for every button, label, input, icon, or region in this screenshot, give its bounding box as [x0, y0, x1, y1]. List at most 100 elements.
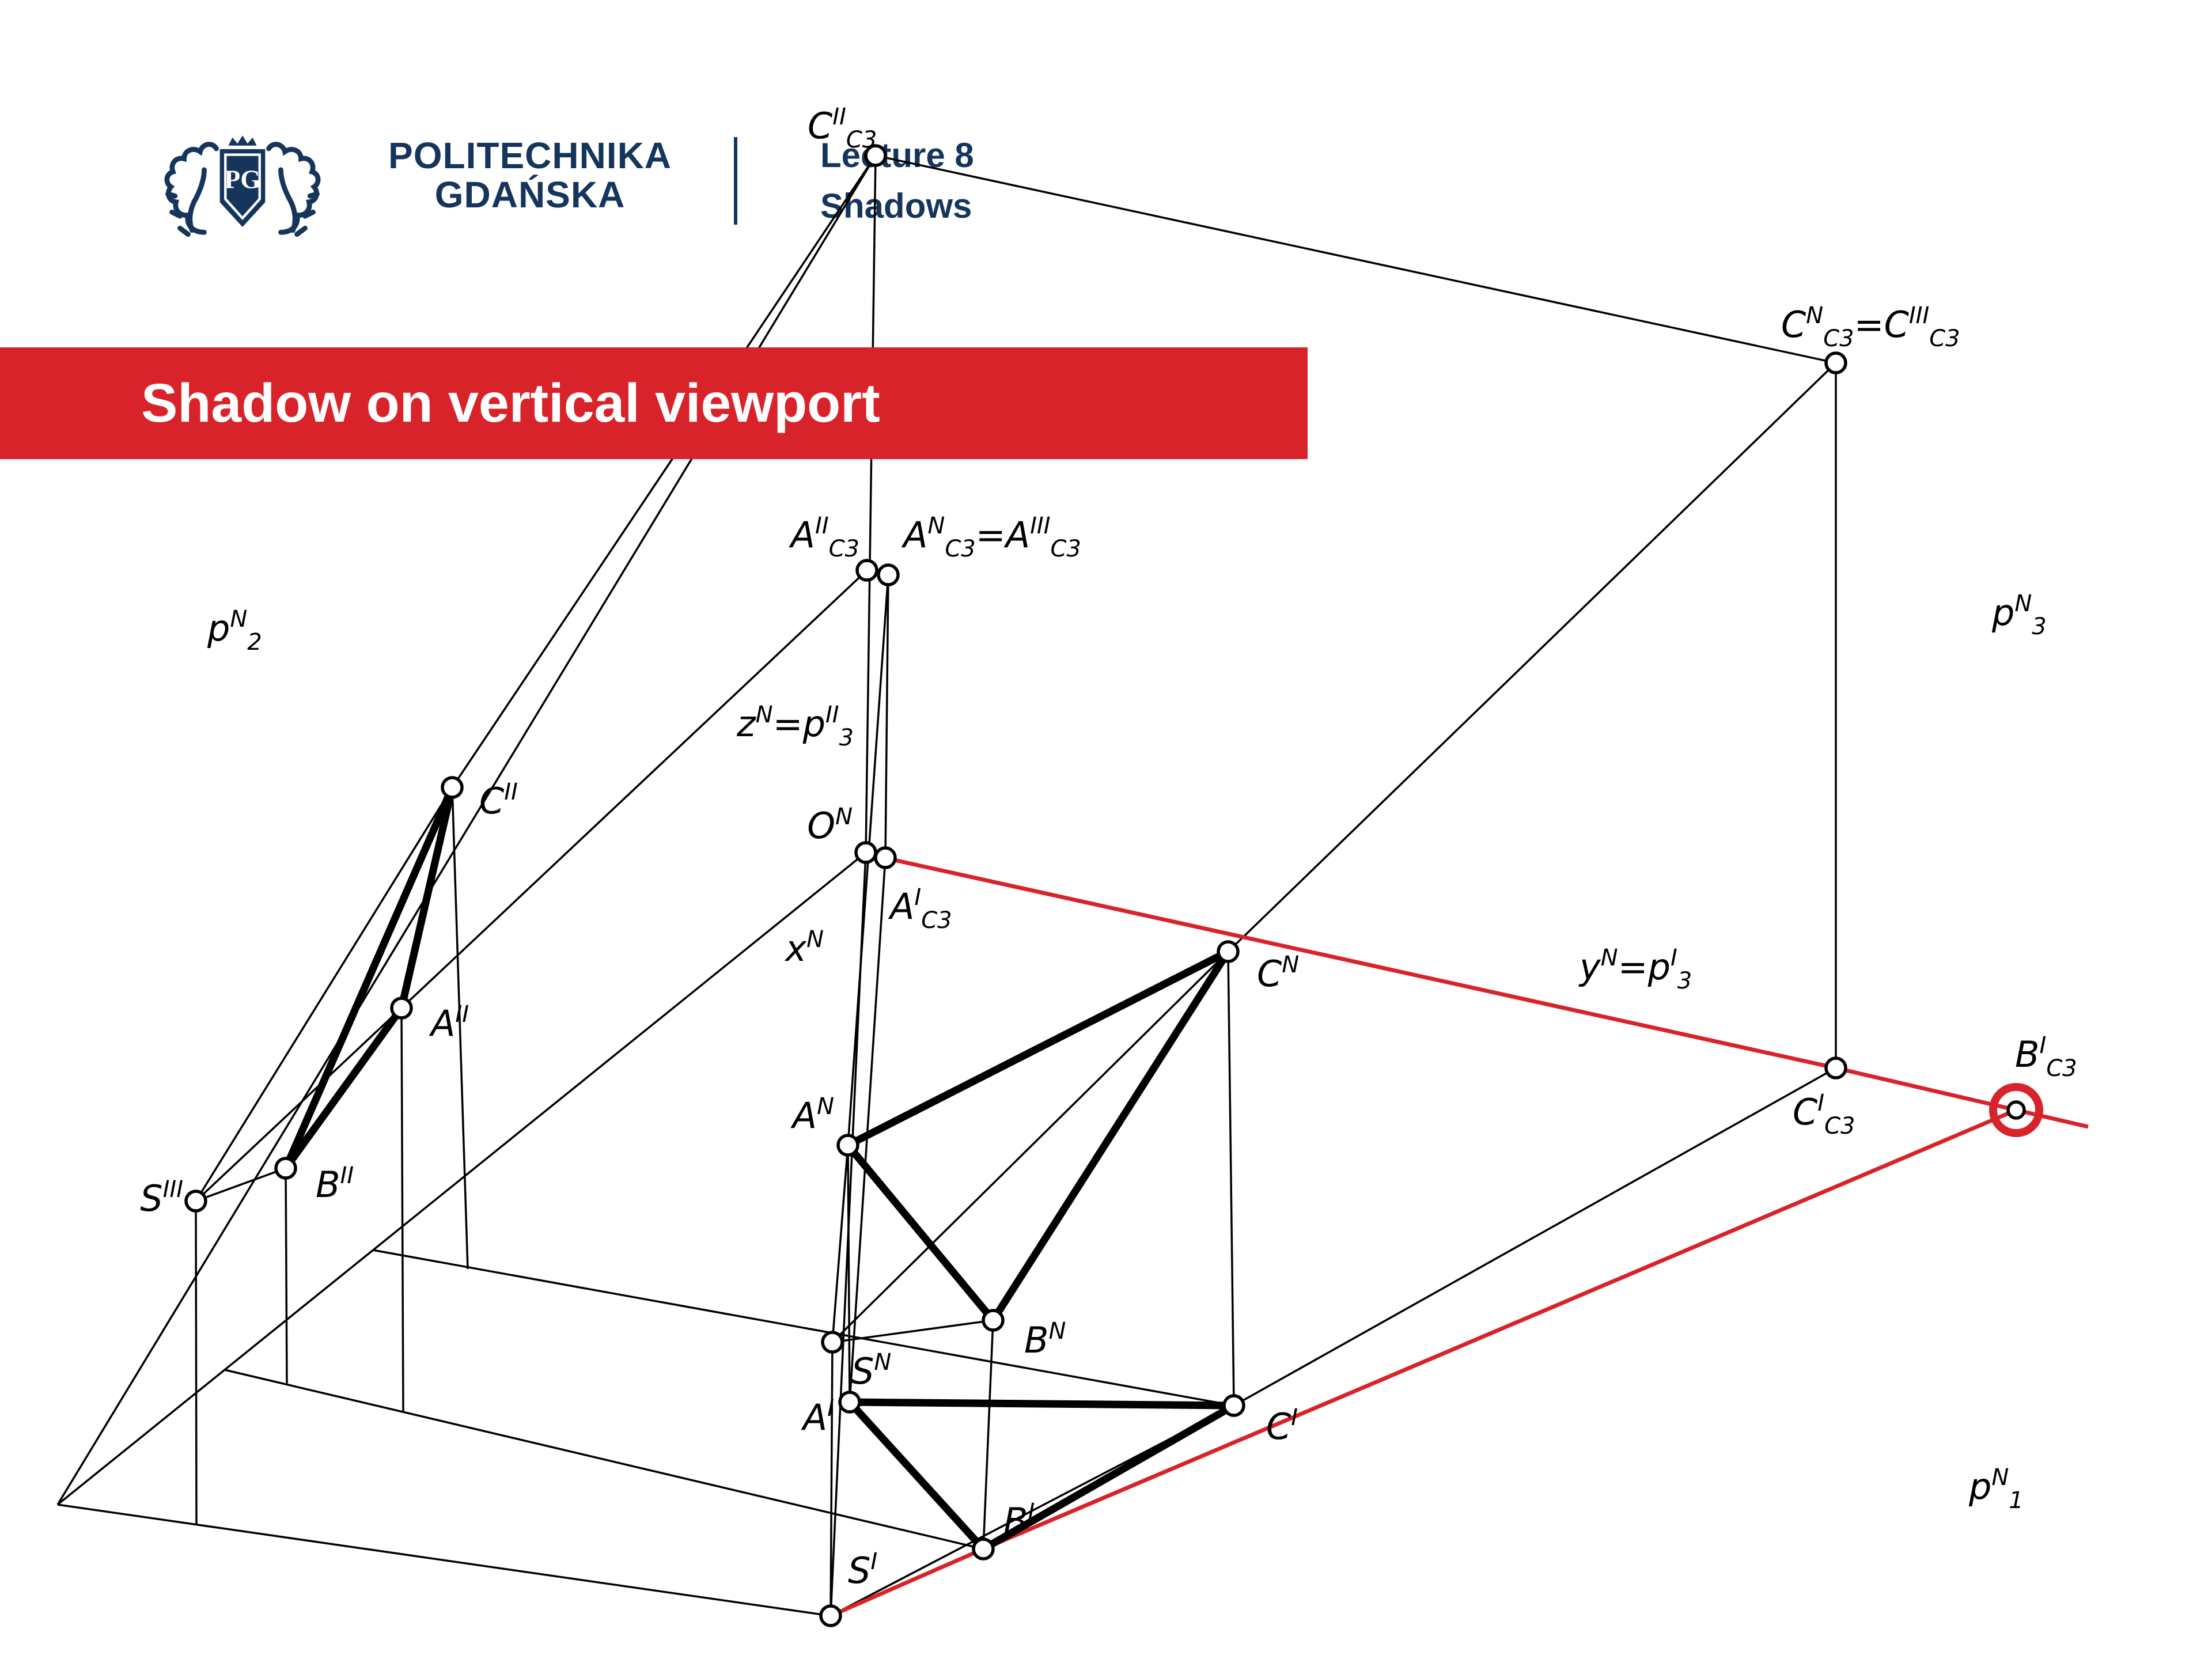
- lab-xn: xN: [784, 926, 824, 969]
- lab-cp: CI: [1266, 1404, 1298, 1448]
- ray-a2-shadow: [400, 569, 868, 1009]
- y-axis-red-3: [2016, 1108, 2089, 1129]
- lab-on: ON: [807, 804, 853, 847]
- red-ray-bp-shadow: [982, 1108, 2017, 1551]
- ray-c2-shadow: [451, 155, 877, 788]
- point-b-dblprime: [274, 1157, 297, 1180]
- slide-title: Shadow on vertical viewport: [141, 373, 880, 434]
- x-axis: [56, 851, 867, 1506]
- edge-ap-cp: [849, 1398, 1234, 1410]
- y-axis-red-2: [1835, 1066, 2017, 1112]
- point-s-tripleprime: [184, 1190, 207, 1213]
- drop-bn-bp: [982, 1320, 994, 1550]
- ray-sn-bn: [832, 1319, 994, 1343]
- edge-c2-b2: [282, 786, 456, 1170]
- point-a-n: [836, 1134, 859, 1157]
- point-a-prime: [838, 1391, 861, 1414]
- lab-b2: BII: [316, 1162, 354, 1206]
- drop-cn-cp: [1227, 951, 1235, 1406]
- ray-sn-cn: [831, 950, 1229, 1343]
- edge-an-bn: [844, 1142, 997, 1323]
- title-banner: Shadow on vertical viewport: [0, 347, 1308, 459]
- edge-bp-cp: [981, 1402, 1236, 1552]
- university-name-line1: POLITECHNIKA: [388, 135, 672, 176]
- point-a-prime-c3: [874, 846, 897, 869]
- shadow-point-highlight-ring: [1989, 1083, 2043, 1137]
- title-banner-background: [0, 347, 1308, 459]
- university-logo-icon: PG: [164, 135, 321, 237]
- point-c-prime: [1222, 1394, 1245, 1417]
- point-c-dblprime-c3: [864, 144, 887, 167]
- lab-apc3: AIC3: [888, 884, 952, 934]
- point-c-prime-c3: [1824, 1056, 1847, 1080]
- point-an-c3: [877, 563, 900, 586]
- logo-monogram: PG: [224, 164, 260, 194]
- ray-cp-shadow: [1233, 1067, 1836, 1407]
- slide-header: PG POLITECHNIKA GDAŃSKA Lecture 8 Shadow…: [0, 0, 2212, 300]
- edge-an-cn: [846, 948, 1230, 1149]
- point-b-n: [982, 1309, 1005, 1332]
- lab-bpc3: BIC3: [2015, 1032, 2077, 1082]
- edge-ap-bp: [847, 1399, 986, 1552]
- drop-sn-sp: [830, 1342, 834, 1616]
- drop-anc3-apc3: [884, 574, 889, 858]
- point-a-dblprime: [390, 997, 413, 1020]
- drop-apc3-ap: [849, 857, 887, 1403]
- header-divider: [734, 137, 737, 225]
- drop-an-ap: [847, 1145, 851, 1403]
- point-c-n: [1217, 940, 1240, 963]
- floor-line-bp: [224, 1369, 984, 1550]
- ray-s3-a2: [195, 1007, 403, 1202]
- drop-b2-floor: [285, 1168, 288, 1385]
- point-cn-c3: [1824, 351, 1847, 374]
- lab-yn: yN=pI3: [1578, 945, 1692, 994]
- university-name-line2: GDAŃSKA: [434, 174, 626, 215]
- floor-line-sp: [57, 1503, 831, 1617]
- point-c-dblprime: [441, 776, 464, 799]
- edge-c2-a2: [397, 786, 456, 1009]
- lab-ap: AI: [801, 1395, 834, 1438]
- point-s-prime: [819, 1604, 842, 1627]
- lab-bp: BI: [1003, 1499, 1035, 1542]
- lab-anc3: ANC3=AIIIC3: [901, 513, 1081, 562]
- y-axis-red-1: [870, 853, 1836, 1070]
- point-origin-n: [854, 841, 877, 864]
- lab-sn: SN: [851, 1349, 891, 1392]
- ray-s3-b2: [195, 1167, 286, 1202]
- lab-p2n: pN2: [207, 606, 262, 656]
- point-a-dblprime-c3: [855, 559, 878, 582]
- ray-sn-an: [831, 1145, 849, 1343]
- drop-a2-floor: [400, 1007, 404, 1412]
- z-axis: [865, 155, 877, 853]
- lab-sp: SI: [848, 1548, 877, 1592]
- lab-a2c3: AIIC3: [789, 513, 859, 562]
- crown-icon: [228, 135, 257, 146]
- lecture-info: Lecture 8 Shadows: [820, 130, 974, 232]
- lecture-number: Lecture 8: [820, 136, 974, 175]
- lab-cnc3: CNC3=CIIIC3: [1781, 302, 1960, 352]
- lab-zn: zN=pII3: [736, 702, 854, 751]
- lab-p3n: pN3: [1991, 590, 2047, 640]
- point-s-n: [821, 1331, 844, 1354]
- edge-a2-b2: [282, 1006, 405, 1171]
- lab-an: AN: [790, 1093, 834, 1137]
- drop-c2-floor: [451, 787, 469, 1270]
- lab-cpc3: CIC3: [1793, 1090, 1855, 1139]
- edge-cn-bn: [990, 949, 1232, 1323]
- red-ray-sp-bp: [830, 1547, 984, 1618]
- lab-cn: CN: [1257, 952, 1299, 995]
- point-b-prime: [972, 1537, 995, 1560]
- university-name: POLITECHNIKA GDAŃSKA: [357, 136, 703, 214]
- lab-a2: AII: [429, 1001, 469, 1044]
- point-b-prime-c3: [2006, 1100, 2026, 1120]
- lab-s3: SIII: [140, 1176, 183, 1219]
- ray-cn-shadow: [1227, 362, 1837, 953]
- lab-p1n: pN1: [1968, 1464, 2024, 1514]
- lab-bn: BN: [1024, 1318, 1066, 1361]
- ray-s3-c2: [195, 787, 453, 1202]
- lab-c2c3: CIIC3: [808, 104, 877, 153]
- lab-c2: CII: [479, 779, 518, 822]
- floor-line-cp: [372, 1249, 1234, 1407]
